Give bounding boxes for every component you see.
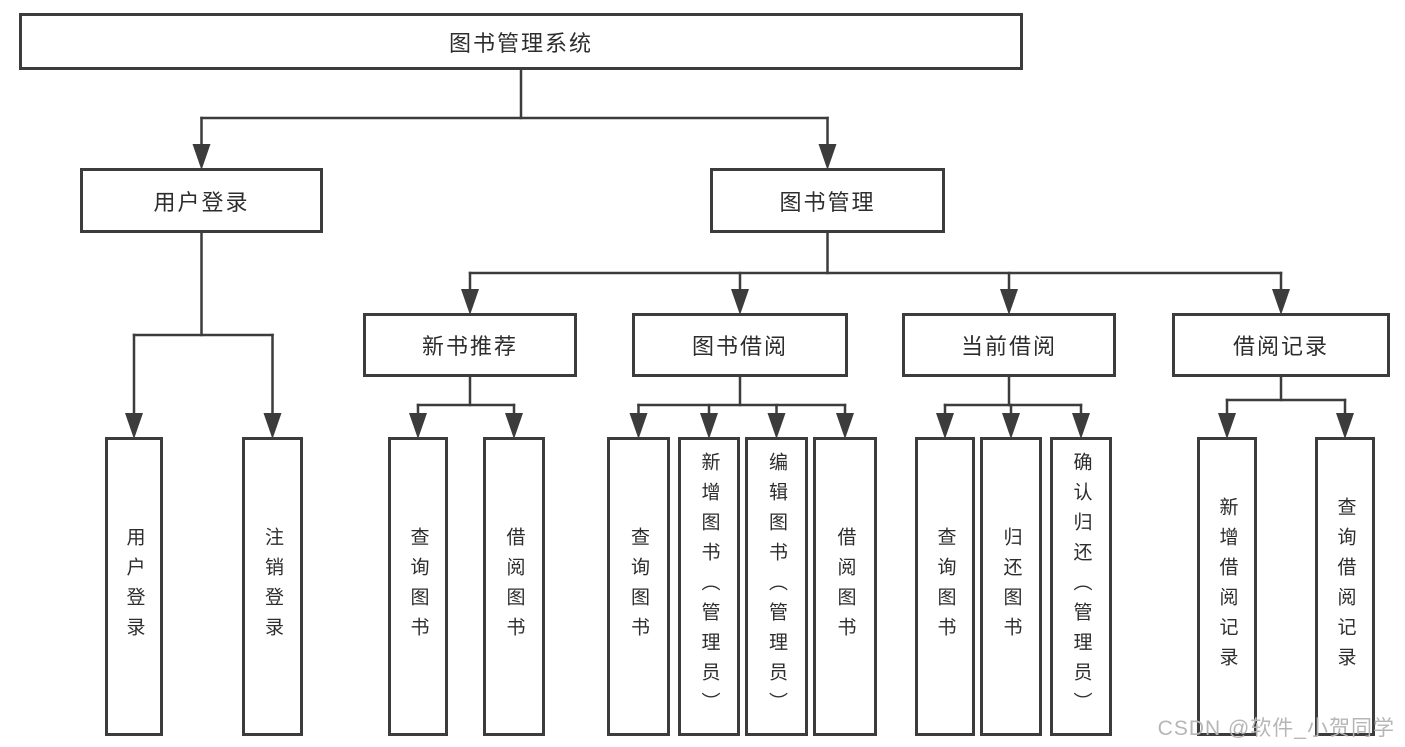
node-label: 查询借阅记录 (1334, 496, 1356, 677)
node-label: 用户登录 (123, 526, 145, 647)
arrowhead (836, 413, 854, 439)
arrowhead (1072, 413, 1090, 439)
arrowhead (936, 413, 954, 439)
node-label: 查询图书 (628, 526, 649, 647)
arrowhead (192, 144, 211, 170)
node-query-books-current: 查询图书 (915, 437, 975, 736)
watermark: CSDN @软件_小贺同学 (1157, 717, 1395, 740)
arrowhead (409, 413, 427, 439)
node-label: 新增借阅记录 (1216, 496, 1238, 677)
node-label: 图书借阅 (691, 334, 788, 359)
arrowhead (505, 413, 523, 439)
node-borrowing-records: 借阅记录 (1172, 313, 1390, 377)
arrowhead (1272, 289, 1290, 315)
node-query-borrow-record: 查询借阅记录 (1315, 437, 1375, 736)
arrowhead (700, 413, 718, 439)
arrowhead (818, 144, 837, 170)
node-add-books-admin: 新增图书（管理员） (678, 437, 740, 736)
node-edit-books-admin: 编辑图书（管理员） (745, 437, 808, 736)
node-label: 图书管理 (779, 189, 876, 215)
node-current-borrowing: 当前借阅 (902, 313, 1116, 377)
node-new-book-recommend: 新书推荐 (363, 313, 577, 377)
node-label: 归还图书 (1000, 526, 1022, 647)
node-label: 编辑图书（管理员） (766, 451, 787, 722)
arrowhead (1000, 289, 1018, 315)
node-borrow-books-recommend: 借阅图书 (483, 437, 545, 736)
arrowhead (1218, 413, 1236, 439)
node-label: 查询图书 (407, 526, 429, 647)
arrowhead (263, 413, 282, 439)
arrowhead (767, 413, 786, 439)
node-query-books-recommend: 查询图书 (388, 437, 448, 736)
node-borrow-books-borrowing: 借阅图书 (813, 437, 877, 736)
arrowhead (731, 289, 749, 315)
node-label: 新书推荐 (421, 334, 518, 359)
node-logout-action: 注销登录 (242, 437, 303, 736)
node-book-management: 图书管理 (710, 168, 945, 233)
node-book-borrowing: 图书借阅 (632, 313, 848, 377)
arrowhead (461, 289, 479, 315)
node-label: 确认归还（管理员） (1070, 451, 1092, 722)
node-label: 借阅图书 (834, 526, 856, 647)
arrowhead (1002, 413, 1020, 439)
node-label: 查询图书 (934, 526, 956, 647)
node-label: 图书管理系统 (448, 30, 593, 56)
node-label: 用户登录 (153, 189, 250, 215)
node-label: 借阅记录 (1232, 334, 1329, 359)
node-add-borrow-record: 新增借阅记录 (1197, 437, 1257, 736)
node-label: 新增图书（管理员） (698, 451, 720, 722)
node-return-books: 归还图书 (980, 437, 1042, 736)
node-query-books-borrowing: 查询图书 (607, 437, 670, 736)
node-label: 借阅图书 (503, 526, 525, 647)
arrowhead (629, 413, 648, 439)
node-root: 图书管理系统 (19, 13, 1023, 70)
arrowhead (1336, 413, 1354, 439)
node-label: 注销登录 (262, 526, 283, 647)
node-label: 当前借阅 (960, 334, 1057, 359)
node-user-login-action: 用户登录 (105, 437, 163, 736)
node-user-login: 用户登录 (80, 168, 323, 233)
arrowhead (125, 413, 143, 439)
node-confirm-return-admin: 确认归还（管理员） (1050, 437, 1112, 736)
